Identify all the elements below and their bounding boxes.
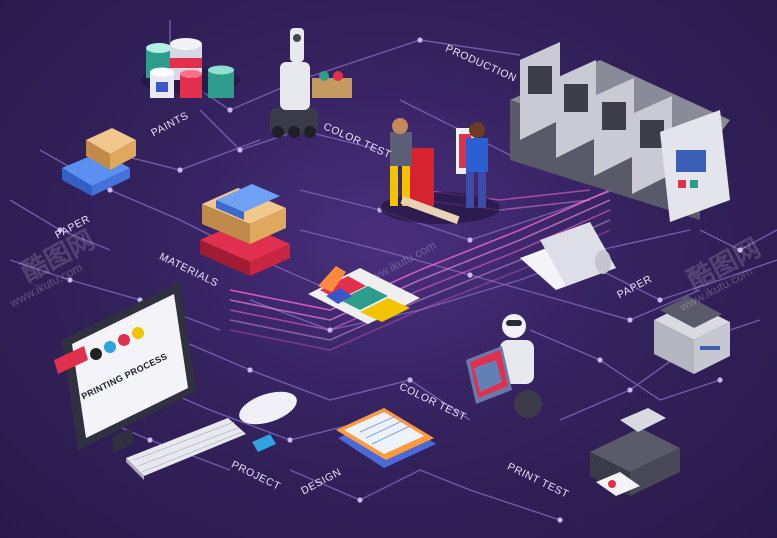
paper-stack-icon (62, 128, 136, 196)
materials-stack-icon (200, 184, 290, 276)
paint-cans-icon (140, 38, 240, 98)
mouse-icon (239, 391, 297, 452)
printer-icon (590, 408, 680, 496)
designers-icon (380, 118, 500, 225)
robot-tablet-icon (466, 314, 542, 418)
robot-icon (270, 28, 352, 138)
color-swatch-icon (308, 266, 420, 324)
connector-nodes (57, 37, 743, 523)
clipboard-icon (336, 408, 436, 468)
keyboard-icon (126, 418, 246, 480)
paper-roll-icon (520, 222, 616, 290)
printing-press-icon (510, 42, 730, 222)
monitor-icon (54, 282, 196, 452)
copier-icon (654, 296, 730, 374)
